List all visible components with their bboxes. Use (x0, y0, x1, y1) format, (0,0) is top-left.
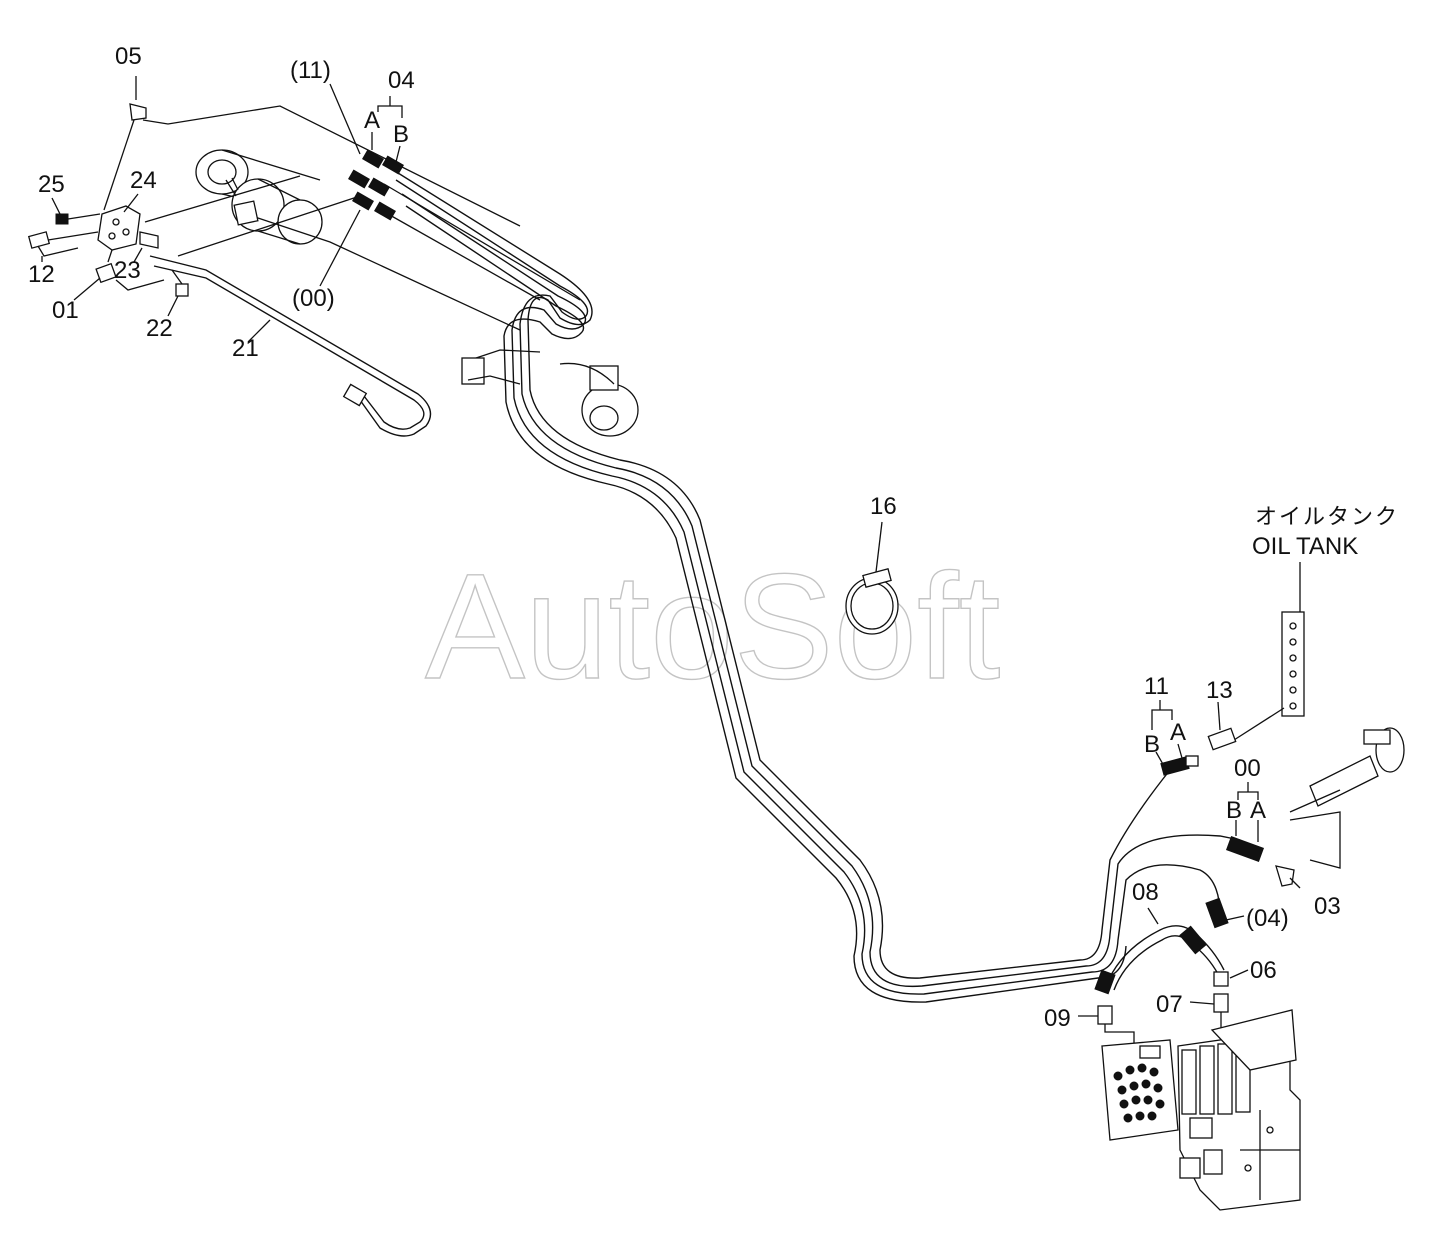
label-04-a: A (364, 107, 380, 134)
hose-end-11 (1160, 755, 1199, 776)
label-11-b: B (1144, 731, 1160, 758)
label-05: 05 (115, 43, 142, 70)
hose-end-00 (1225, 835, 1265, 863)
swivel-joint (461, 349, 639, 437)
cylinder-assembly (142, 105, 521, 331)
bracket-00 (1235, 782, 1259, 842)
right-actuator (1289, 727, 1405, 869)
label-00: 00 (1234, 755, 1261, 782)
oil-tank-port (1233, 562, 1305, 741)
label-22: 22 (146, 315, 173, 342)
label-11-a: A (1170, 719, 1186, 746)
part-labels: 05 (11) 04 A B 25 24 12 23 01 (00) 22 21… (28, 43, 1399, 1032)
label-21: 21 (232, 335, 259, 362)
label-13: 13 (1206, 677, 1233, 704)
bracket-11 (1151, 700, 1183, 767)
bracket-04 (371, 96, 403, 163)
clamp-16 (845, 521, 899, 635)
fitting-06 (1213, 971, 1229, 987)
bolt-25 (55, 213, 101, 225)
label-24: 24 (130, 167, 157, 194)
leader-lines (41, 76, 1301, 1017)
fitting-13 (1207, 727, 1237, 751)
label-06: 06 (1250, 957, 1277, 984)
label-04-b: B (393, 121, 409, 148)
label-00-paren: (00) (292, 285, 335, 312)
label-16: 16 (870, 493, 897, 520)
fitting-05 (103, 103, 147, 211)
bolt-22 (171, 269, 189, 297)
label-04: 04 (388, 67, 415, 94)
control-valve (1101, 1009, 1301, 1211)
hose-end-04 (1205, 897, 1229, 929)
label-09: 09 (1044, 1005, 1071, 1032)
pipe-21 (149, 255, 432, 437)
main-hose-bundle (389, 167, 1241, 1003)
label-01: 01 (52, 297, 79, 324)
fitting-03 (1275, 865, 1295, 887)
hose-08 (1094, 925, 1225, 995)
hose-ends-upper (348, 149, 581, 301)
fitting-09 (1097, 1005, 1135, 1046)
label-00-b: B (1226, 797, 1242, 824)
fitting-01 (95, 249, 165, 291)
label-07: 07 (1156, 991, 1183, 1018)
label-23: 23 (114, 257, 141, 284)
label-04-paren: (04) (1246, 905, 1289, 932)
label-08: 08 (1132, 879, 1159, 906)
label-03: 03 (1314, 893, 1341, 920)
oil-tank-jp-label: オイルタンク (1255, 505, 1399, 530)
label-00-a: A (1250, 797, 1266, 824)
manifold-block-24 (97, 205, 159, 251)
oil-tank-label: OIL TANK (1252, 533, 1358, 560)
fitting-12 (27, 231, 99, 257)
label-25: 25 (38, 171, 65, 198)
label-11-paren: (11) (290, 57, 331, 84)
label-11: 11 (1144, 673, 1169, 700)
label-12: 12 (28, 261, 55, 288)
